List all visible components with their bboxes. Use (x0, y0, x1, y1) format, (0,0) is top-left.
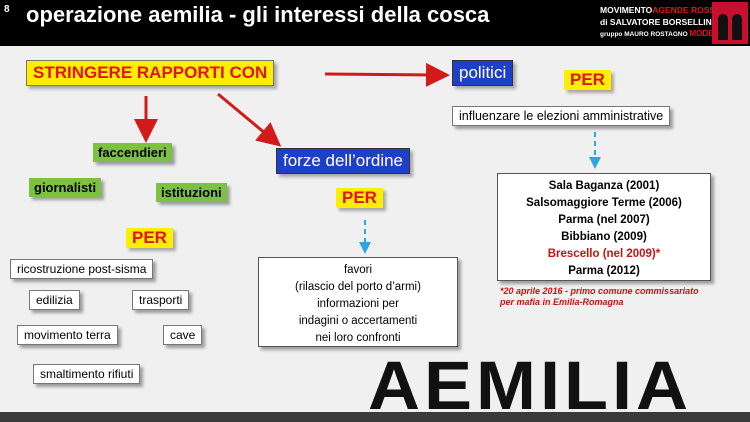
cave-box: cave (163, 325, 203, 345)
edilizia-box: edilizia (29, 290, 80, 310)
comune-item: Parma (nel 2007) (558, 214, 650, 226)
arrow-to-politici (324, 62, 450, 87)
footnote: *20 aprile 2016 - primo comune commissar… (500, 286, 699, 307)
logo-image (712, 2, 748, 44)
giornalisti-box: giornalisti (29, 178, 102, 197)
favori-box: favori (rilascio del porto d’armi) infor… (258, 257, 458, 347)
comune-item-highlight: Brescello (nel 2009)* (547, 248, 661, 260)
slide-number: 8 (4, 4, 10, 15)
faccendieri-box: faccendieri (93, 143, 172, 162)
smaltimento-box: smaltimento rifiuti (33, 364, 141, 384)
favori-line: informazioni per (317, 298, 399, 310)
per-label-politici: PER (564, 70, 611, 90)
ricostruzione-box: ricostruzione post-sisma (10, 259, 154, 279)
comune-item: Parma (2012) (568, 265, 640, 277)
slide-title: operazione aemilia - gli interessi della… (26, 2, 490, 27)
agende-rosse-logo: MOVIMENTOAGENDE ROSSE di SALVATORE BORSE… (600, 2, 750, 44)
trasporti-box: trasporti (132, 290, 190, 310)
favori-line: indagini o accertamenti (298, 315, 418, 327)
logo-line-3: gruppo MAURO ROSTAGNO MODENA (600, 29, 725, 38)
istituzioni-box: istituzioni (156, 183, 227, 202)
favori-line: nei loro confronti (315, 332, 401, 344)
politici-box: politici (452, 60, 514, 86)
favori-line: favori (343, 264, 373, 276)
influenzare-box: influenzare le elezioni amministrative (452, 106, 671, 126)
comune-item: Bibbiano (2009) (561, 231, 647, 243)
logo-line-2: di SALVATORE BORSELLINO (600, 17, 719, 27)
per-label-altri: PER (126, 228, 173, 248)
movimento-terra-box: movimento terra (17, 325, 118, 345)
favori-line: (rilascio del porto d’armi) (295, 281, 421, 293)
comuni-list: Sala Baganza (2001) Salsomaggiore Terme … (497, 173, 711, 281)
logo-line-1: MOVIMENTOAGENDE ROSSE (600, 5, 721, 15)
comune-item: Sala Baganza (2001) (548, 180, 660, 192)
bottom-bar (0, 412, 750, 422)
aemilia-watermark: AEMILIA (368, 348, 692, 422)
title-bar: 8 operazione aemilia - gli interessi del… (0, 0, 750, 46)
per-label-forze: PER (336, 188, 383, 208)
arrow-to-forze (217, 92, 282, 147)
stringere-rapporti-box: STRINGERE RAPPORTI CON (26, 60, 275, 86)
forze-ordine-box: forze dell’ordine (276, 148, 411, 174)
comune-item: Salsomaggiore Terme (2006) (526, 197, 682, 209)
